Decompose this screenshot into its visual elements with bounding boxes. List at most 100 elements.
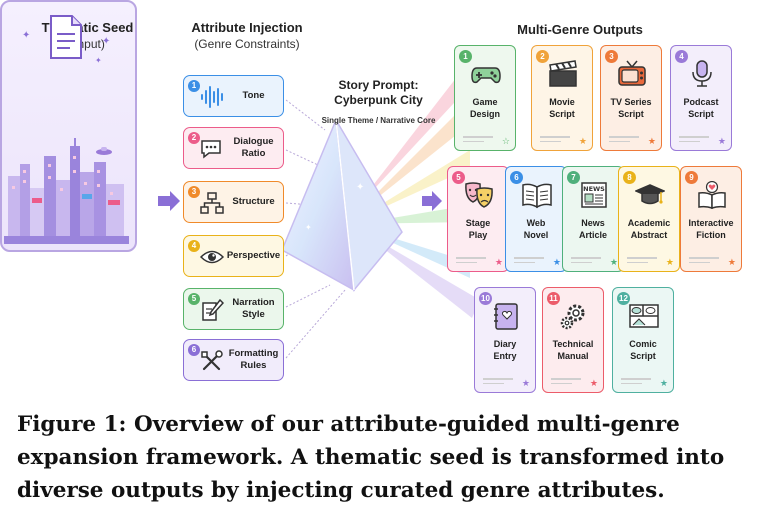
output-number: 10 xyxy=(479,292,492,305)
seed-card: ✦ ✦ ✦ Story Prompt: Cyberpunk City Singl… xyxy=(0,0,435,252)
output-label-line-2: Abstract xyxy=(630,230,668,240)
star-icon: ★ xyxy=(552,257,561,267)
flow-graphics: ✦ ✦ xyxy=(158,60,485,359)
gamepad-icon xyxy=(471,67,501,84)
attribute-label-line-2: Ratio xyxy=(241,148,266,159)
output-label-line-1: Comic xyxy=(629,339,657,349)
decorative-lines xyxy=(621,375,651,384)
output-label-line-1: Web xyxy=(526,218,546,228)
svg-text:✦: ✦ xyxy=(305,223,312,232)
output-label-line-2: Script xyxy=(688,109,714,119)
decorative-lines xyxy=(514,254,544,263)
attribute-number: 4 xyxy=(188,240,200,252)
output-label-line-2: Novel xyxy=(523,230,549,240)
heart-book-icon xyxy=(698,181,726,209)
output-number: 6 xyxy=(510,171,523,184)
diary-icon xyxy=(494,303,518,330)
attribute-number: 3 xyxy=(188,186,200,198)
seed-subtitle: Single Theme / Narrative Core xyxy=(321,116,436,125)
attribute-label-line-1: Perspective xyxy=(226,250,281,261)
output-label-line-1: TV Series xyxy=(610,97,652,107)
output-number: 2 xyxy=(536,50,549,63)
output-label-line-1: Podcast xyxy=(683,97,719,107)
star-icon: ★ xyxy=(727,257,736,267)
gears-icon xyxy=(560,304,585,330)
star-icon: ☆ xyxy=(501,136,510,146)
seed-arrow-icon xyxy=(158,191,180,211)
newspaper-icon: NEWS xyxy=(581,182,607,208)
attribute-card-perspective: 4 Perspective xyxy=(183,235,284,277)
svg-text:✦: ✦ xyxy=(356,182,364,193)
output-number: 8 xyxy=(623,171,636,184)
star-icon: ★ xyxy=(521,378,530,388)
attribute-number: 5 xyxy=(188,293,200,305)
decorative-lines xyxy=(456,254,486,263)
star-icon: ★ xyxy=(659,378,668,388)
output-label-line-1: Movie xyxy=(549,97,575,107)
outputs-header: Multi-Genre Outputs xyxy=(500,22,660,38)
prism-icon: ✦ ✦ xyxy=(281,119,403,292)
output-number: 3 xyxy=(605,50,618,63)
star-icon: ★ xyxy=(647,136,656,146)
output-label-line-1: News xyxy=(581,218,605,228)
attribute-header-subtitle: (Genre Constraints) xyxy=(194,37,300,51)
attribute-label-line-1: Formatting xyxy=(228,348,279,359)
output-label-line-1: Stage xyxy=(465,218,491,228)
output-label-line-1: Game xyxy=(472,97,498,107)
decorative-lines xyxy=(540,133,570,142)
attribute-header-title: Attribute Injection xyxy=(191,20,303,35)
decorative-lines xyxy=(483,375,513,384)
star-icon: ★ xyxy=(494,257,503,267)
star-icon: ★ xyxy=(578,136,587,146)
output-label-line-1: Academic xyxy=(627,218,671,228)
svg-text:NEWS: NEWS xyxy=(583,185,605,193)
star-icon: ★ xyxy=(717,136,726,146)
attribute-label-line-2: Style xyxy=(242,309,265,320)
cyberpunk-city-icon xyxy=(4,138,129,244)
figure-caption: Figure 1: Overview of our attribute-guid… xyxy=(17,412,725,503)
output-label-line-2: Manual xyxy=(557,351,589,361)
decorative-lines xyxy=(689,254,719,263)
comic-panels-icon xyxy=(629,304,659,328)
seed-title: Story Prompt: Cyberpunk City xyxy=(0,78,757,108)
output-number: 4 xyxy=(675,50,688,63)
attribute-label-line-1: Tone xyxy=(242,90,265,101)
star-icon: ★ xyxy=(609,257,618,267)
tools-icon xyxy=(201,350,223,371)
star-icon: ★ xyxy=(589,378,598,388)
output-label-line-2: Design xyxy=(469,109,500,119)
decorative-lines xyxy=(609,133,639,142)
output-number: 7 xyxy=(567,171,580,184)
attribute-label-line-2: Rules xyxy=(240,360,267,371)
document-icon xyxy=(50,15,82,59)
output-number: 5 xyxy=(452,171,465,184)
output-number: 11 xyxy=(547,292,560,305)
attribute-label: Structure xyxy=(226,182,281,222)
attribute-card-structure: 3 Structure xyxy=(183,181,284,223)
star-icon: ★ xyxy=(665,257,674,267)
output-label-line-2: Fiction xyxy=(696,230,726,240)
theater-masks-icon xyxy=(465,182,493,208)
tv-icon xyxy=(618,60,646,86)
